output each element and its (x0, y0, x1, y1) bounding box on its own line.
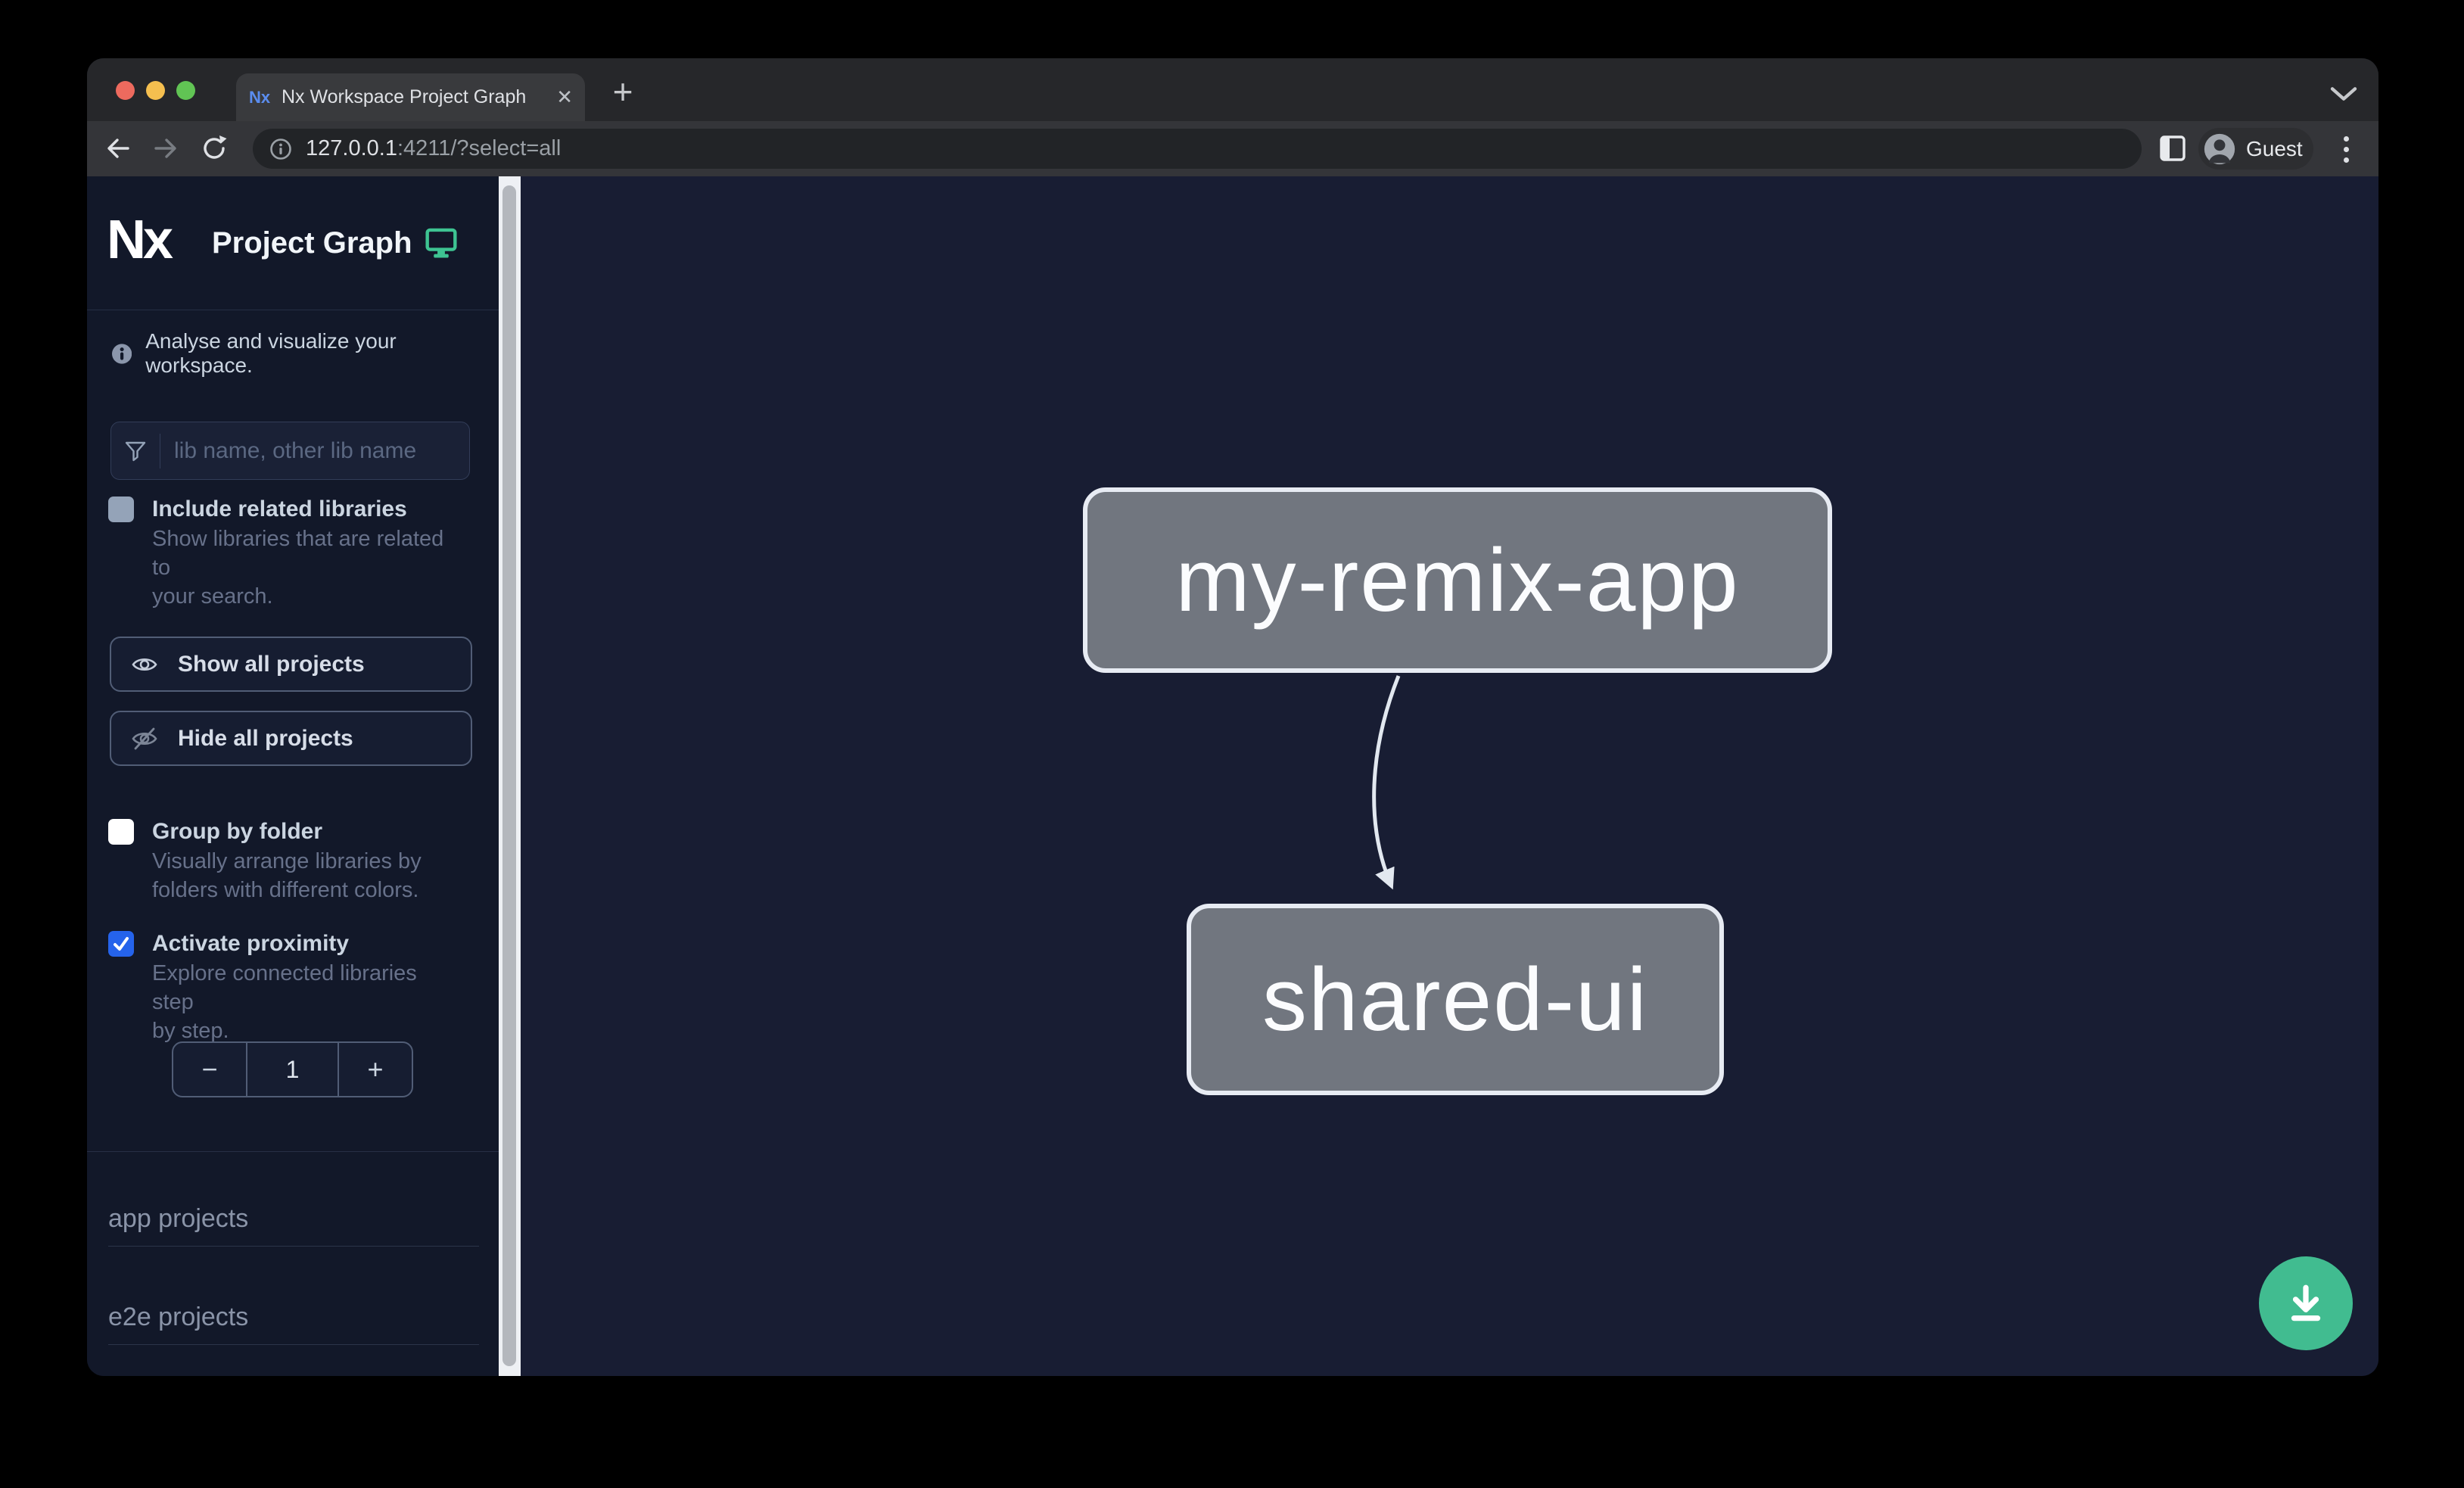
info-icon (112, 343, 132, 364)
activate-proximity-label: Activate proximity (152, 931, 350, 956)
activate-proximity-checkbox[interactable] (108, 931, 134, 957)
nx-logo: Nx (107, 210, 173, 270)
avatar (2204, 133, 2235, 164)
sidebar-divider (87, 1151, 499, 1152)
funnel-icon (111, 433, 160, 469)
tab-strip: Nx Nx Workspace Project Graph ✕ + (87, 58, 2378, 121)
dependency-edge[interactable] (521, 176, 2378, 1376)
activate-proximity-row: Activate proximity Explore connected lib… (108, 929, 464, 1045)
include-related-row: Include related libraries Show libraries… (108, 494, 464, 611)
section-app-projects: app projects (108, 1204, 479, 1247)
show-all-projects-button[interactable]: Show all projects (110, 637, 472, 692)
side-panel-icon[interactable] (2159, 135, 2186, 162)
group-by-folder-label: Group by folder (152, 819, 322, 844)
back-icon[interactable] (104, 135, 132, 162)
filter-box (110, 422, 470, 480)
filter-input[interactable] (160, 437, 469, 464)
scrollbar-thumb[interactable] (502, 185, 516, 1366)
hide-all-projects-button[interactable]: Hide all projects (110, 711, 472, 766)
include-related-checkbox[interactable] (108, 497, 134, 522)
check-icon (114, 937, 129, 951)
eye-off-icon (132, 727, 157, 749)
browser-toolbar: 127.0.0.1:4211/?select=all Guest (87, 121, 2378, 176)
section-e2e-projects: e2e projects (108, 1303, 479, 1345)
node-shared-ui[interactable]: shared-ui (1187, 904, 1724, 1095)
workspace-tagline: Analyse and visualize your workspace. (112, 329, 499, 378)
graph-canvas[interactable]: my-remix-app shared-ui (521, 176, 2378, 1376)
reload-icon[interactable] (201, 135, 228, 162)
profile-button[interactable]: Guest (2198, 128, 2313, 170)
stepper-value[interactable]: 1 (246, 1043, 339, 1096)
sidebar: Nx Project Graph (87, 176, 499, 1376)
browser-window: Nx Nx Workspace Project Graph ✕ + (87, 58, 2378, 1376)
profile-label: Guest (2246, 136, 2303, 160)
group-by-folder-checkbox[interactable] (108, 819, 134, 845)
tab-title: Nx Workspace Project Graph (282, 86, 527, 107)
new-tab-button[interactable]: + (612, 72, 633, 111)
page-content: Nx Project Graph (87, 176, 2378, 1376)
address-bar[interactable]: 127.0.0.1:4211/?select=all (253, 129, 2142, 169)
download-graph-button[interactable] (2259, 1256, 2353, 1350)
eye-icon (132, 658, 157, 671)
node-my-remix-app[interactable]: my-remix-app (1083, 487, 1832, 673)
close-tab-icon[interactable]: ✕ (556, 86, 573, 108)
minimize-window-button[interactable] (146, 81, 165, 100)
sidebar-header: Nx Project Graph (87, 176, 499, 310)
maximize-window-button[interactable] (176, 81, 195, 100)
url-text: 127.0.0.1:4211/?select=all (306, 136, 562, 160)
group-by-folder-row: Group by folder Visually arrange librari… (108, 817, 464, 904)
stepper-decrement-button[interactable]: − (173, 1043, 246, 1096)
nx-favicon-icon: Nx (248, 87, 271, 107)
chevron-down-icon[interactable] (2329, 86, 2359, 106)
forward-icon[interactable] (152, 135, 179, 162)
stepper-increment-button[interactable]: + (339, 1043, 412, 1096)
browser-tab[interactable]: Nx Nx Workspace Project Graph ✕ (236, 73, 585, 121)
download-icon (2291, 1284, 2321, 1321)
page-title: Project Graph (212, 226, 412, 260)
site-info-icon[interactable] (269, 138, 292, 160)
include-related-label: Include related libraries (152, 497, 407, 521)
proximity-stepper: − 1 + (172, 1041, 413, 1097)
theme-monitor-icon[interactable] (425, 226, 458, 260)
browser-menu-icon[interactable] (2341, 131, 2351, 167)
close-window-button[interactable] (116, 81, 135, 100)
sidebar-scrollbar[interactable] (499, 176, 521, 1376)
tagline-text: Analyse and visualize your workspace. (145, 329, 397, 377)
